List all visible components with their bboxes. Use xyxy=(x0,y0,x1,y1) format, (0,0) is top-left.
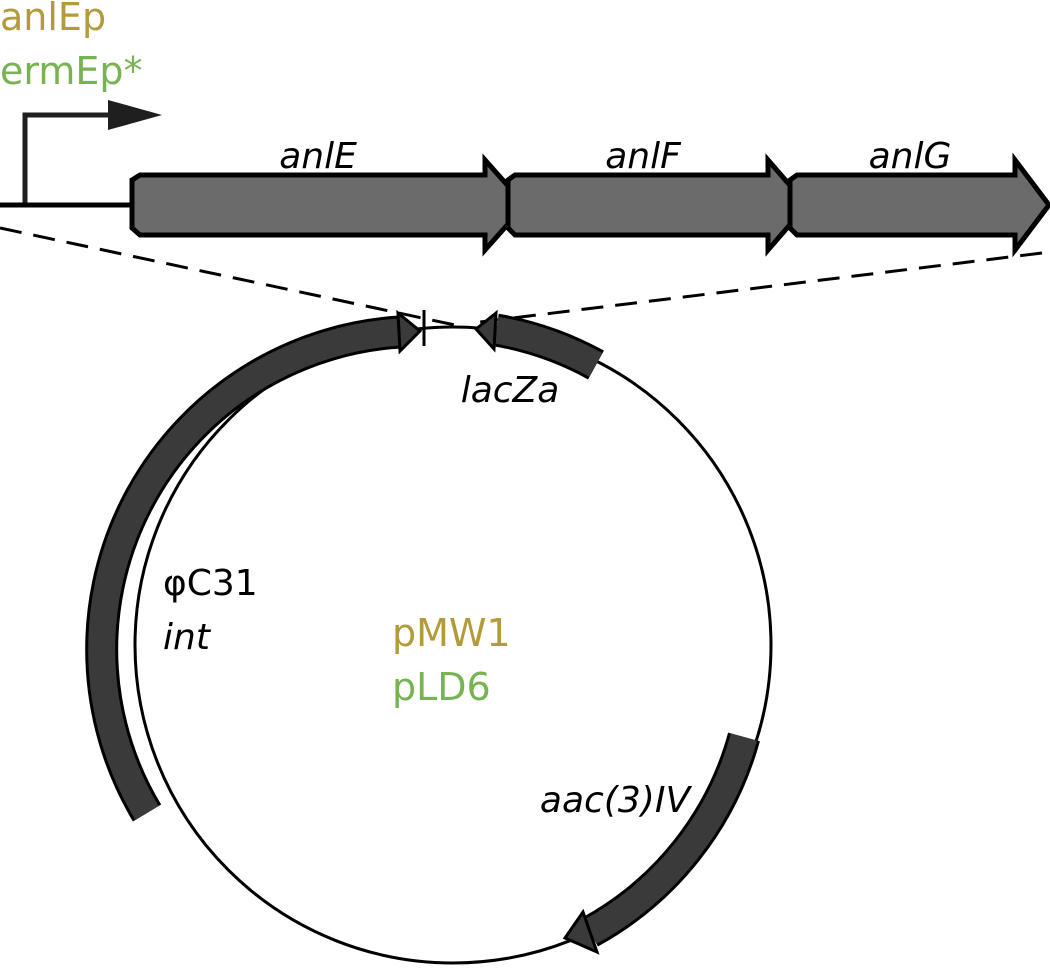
plasmid-circle xyxy=(133,325,773,965)
feature-label-phiC31: φC31 xyxy=(163,563,258,604)
zoom-dashed-line-left xyxy=(0,226,456,327)
feature-label-lacZa: lacZa xyxy=(461,370,560,411)
promoter-label-anlEp: anlEp xyxy=(0,0,106,39)
promoter-arrow-icon xyxy=(22,100,162,205)
promoter-label-ermEp: ermEp* xyxy=(0,49,142,93)
gene-label-anlE: anlE xyxy=(279,136,357,177)
gene-arrow-anlG xyxy=(787,152,1050,258)
plasmid-feature-aac3IV xyxy=(562,732,760,955)
zoom-dashed-line-right xyxy=(479,251,1043,324)
gene-label-anlG: anlG xyxy=(869,136,952,177)
gene-label-anlF: anlF xyxy=(605,136,682,177)
plasmid-feature-phiC31-int xyxy=(85,309,423,822)
gene-arrow-anlE xyxy=(129,153,529,257)
plasmid-feature-lacZa xyxy=(473,309,604,380)
feature-label-aac3IV: aac(3)IV xyxy=(540,780,693,821)
plasmid-name-pMW1: pMW1 xyxy=(392,611,511,655)
plasmid-name-pLD6: pLD6 xyxy=(392,665,491,709)
feature-label-int: int xyxy=(163,617,212,658)
